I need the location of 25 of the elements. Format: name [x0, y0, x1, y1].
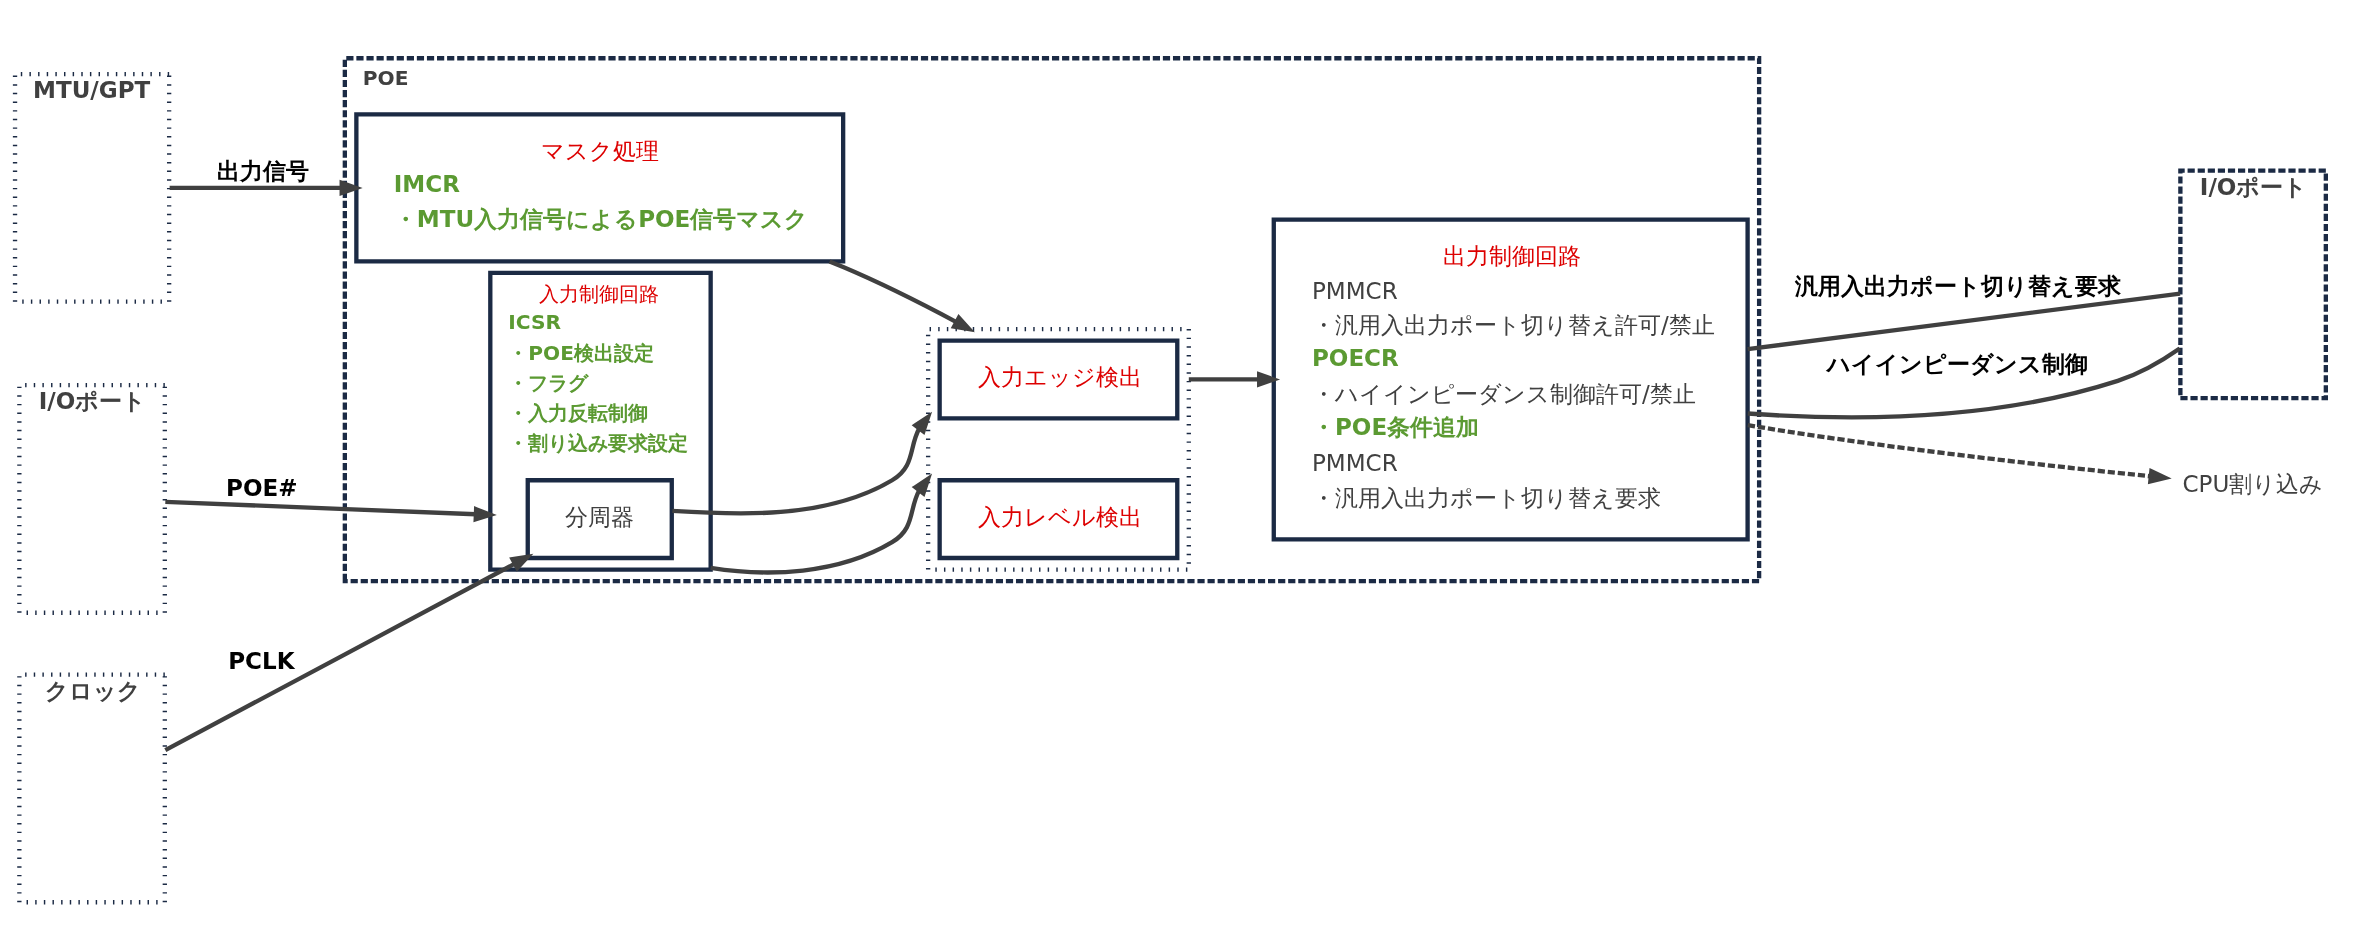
arrow — [710, 473, 933, 575]
node-box: I/Oポート — [2178, 168, 2328, 401]
arrow — [828, 259, 975, 333]
connector — [1747, 346, 2181, 420]
arrow — [1747, 422, 2172, 485]
node-box: 入力エッジ検出 — [937, 338, 1180, 421]
edge-label: 汎用入出力ポート切り替え要求 — [1795, 273, 2122, 300]
edge-label: PCLK — [228, 647, 295, 674]
edge-label: POE# — [226, 474, 298, 501]
node-box: MTU/GPT — [12, 71, 172, 304]
arrow — [1188, 371, 1281, 388]
cluster — [925, 326, 1191, 572]
node-box: クロック — [17, 672, 167, 905]
node-box: 分周器 — [525, 478, 674, 561]
edge-label: ハイインピーダンス制御 — [1826, 350, 2088, 377]
node-text: CPU割り込み — [2182, 470, 2324, 497]
node-box: マスク処理 IMCR ・MTU入力信号によるPOE信号マスク — [354, 112, 846, 264]
edge-label: 出力信号 — [216, 157, 309, 184]
arrow — [165, 499, 497, 523]
arrow — [169, 179, 363, 196]
node-box: 入力レベル検出 — [937, 478, 1180, 561]
connector — [1747, 291, 2181, 352]
arrow — [164, 553, 534, 753]
node-box: 出力制御回路 PMMCR ・汎用入出力ポート切り替え許可/禁止 POECR ・ハイインピーダンス制御許可/禁止 ・POE条件追加 PMMCR ・汎用入出力ポート切り替え要求 — [1271, 217, 1750, 542]
node-box: I/Oポート — [17, 383, 167, 615]
